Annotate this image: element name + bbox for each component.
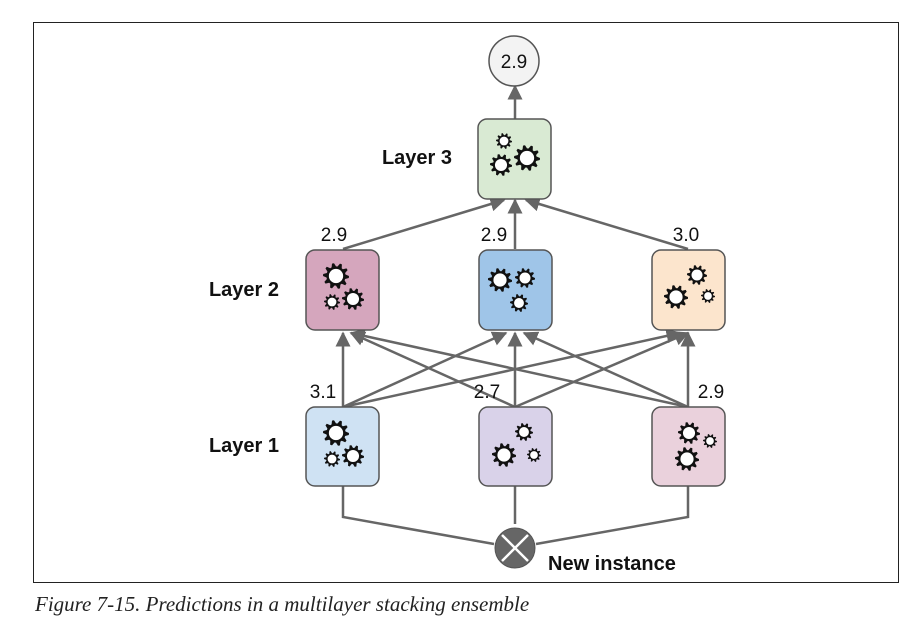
gear-icon [527,448,541,462]
arrow-l1b-l2c [514,331,690,409]
layer1-prediction-2: 2.7 [474,382,500,403]
layer1-model-box-3 [651,406,726,487]
cross-circle-icon [494,527,536,569]
input-to-l1-left [341,486,495,546]
new-instance-label: New instance [548,553,676,575]
stacking-diagram: 2.9 Layer 3 Layer 2 Layer 1 2.9 2.9 3.0 … [209,35,726,575]
arrow-l2a-l3 [342,196,506,251]
layer2-prediction-3: 3.0 [673,225,699,246]
output-node: 2.9 [488,35,540,87]
layer1-model-box-1 [305,406,380,487]
layer2-prediction-2: 2.9 [481,225,507,246]
gear-icon [323,420,349,446]
layer1-prediction-1: 3.1 [310,382,336,403]
arrow-l1b-l2a [349,331,516,409]
layer3-label: Layer 3 [382,147,452,169]
gear-icon [675,447,699,471]
gear-icon [515,268,535,288]
layer3-model-box [477,118,552,200]
arrow-l1c-l2a [349,328,689,409]
model-boxes [305,118,726,487]
gear-icon [496,133,512,149]
arrow-l1c-l2b [522,331,689,409]
gear-icon [515,423,533,441]
gear-icon [492,443,516,467]
figure-caption: Figure 7-15. Predictions in a multilayer… [35,592,530,616]
layer2-label: Layer 2 [209,279,279,301]
gear-icon [323,263,349,289]
gear-icon [510,294,528,312]
layer2-model-box-2 [478,249,553,331]
gear-icon [703,434,717,448]
gear-icon [488,268,512,292]
layer2-prediction-1: 2.9 [321,225,347,246]
gear-icon [514,145,540,171]
layer2-model-box-3 [651,249,726,331]
gear-icon [342,288,364,310]
input-to-l1-right [535,486,690,546]
gear-icon [324,451,340,467]
gear-icon [324,294,340,310]
arrow-l2c-l3 [524,196,689,251]
layer1-label: Layer 1 [209,435,279,457]
gears-icons [323,133,717,471]
gear-icon [664,285,688,309]
arrow-l1a-l2c [342,328,682,409]
connectors [335,84,696,546]
gear-icon [678,422,700,444]
gear-icon [701,289,715,303]
output-value: 2.9 [501,52,527,73]
layer2-model-box-1 [305,249,380,331]
gear-icon [490,154,512,176]
arrow-l1a-l2b [342,331,508,409]
gear-icon [687,265,707,285]
layer1-model-box-2 [478,406,553,487]
layer1-prediction-3: 2.9 [698,382,724,403]
figure-frame [33,22,899,583]
gear-icon [342,445,364,467]
